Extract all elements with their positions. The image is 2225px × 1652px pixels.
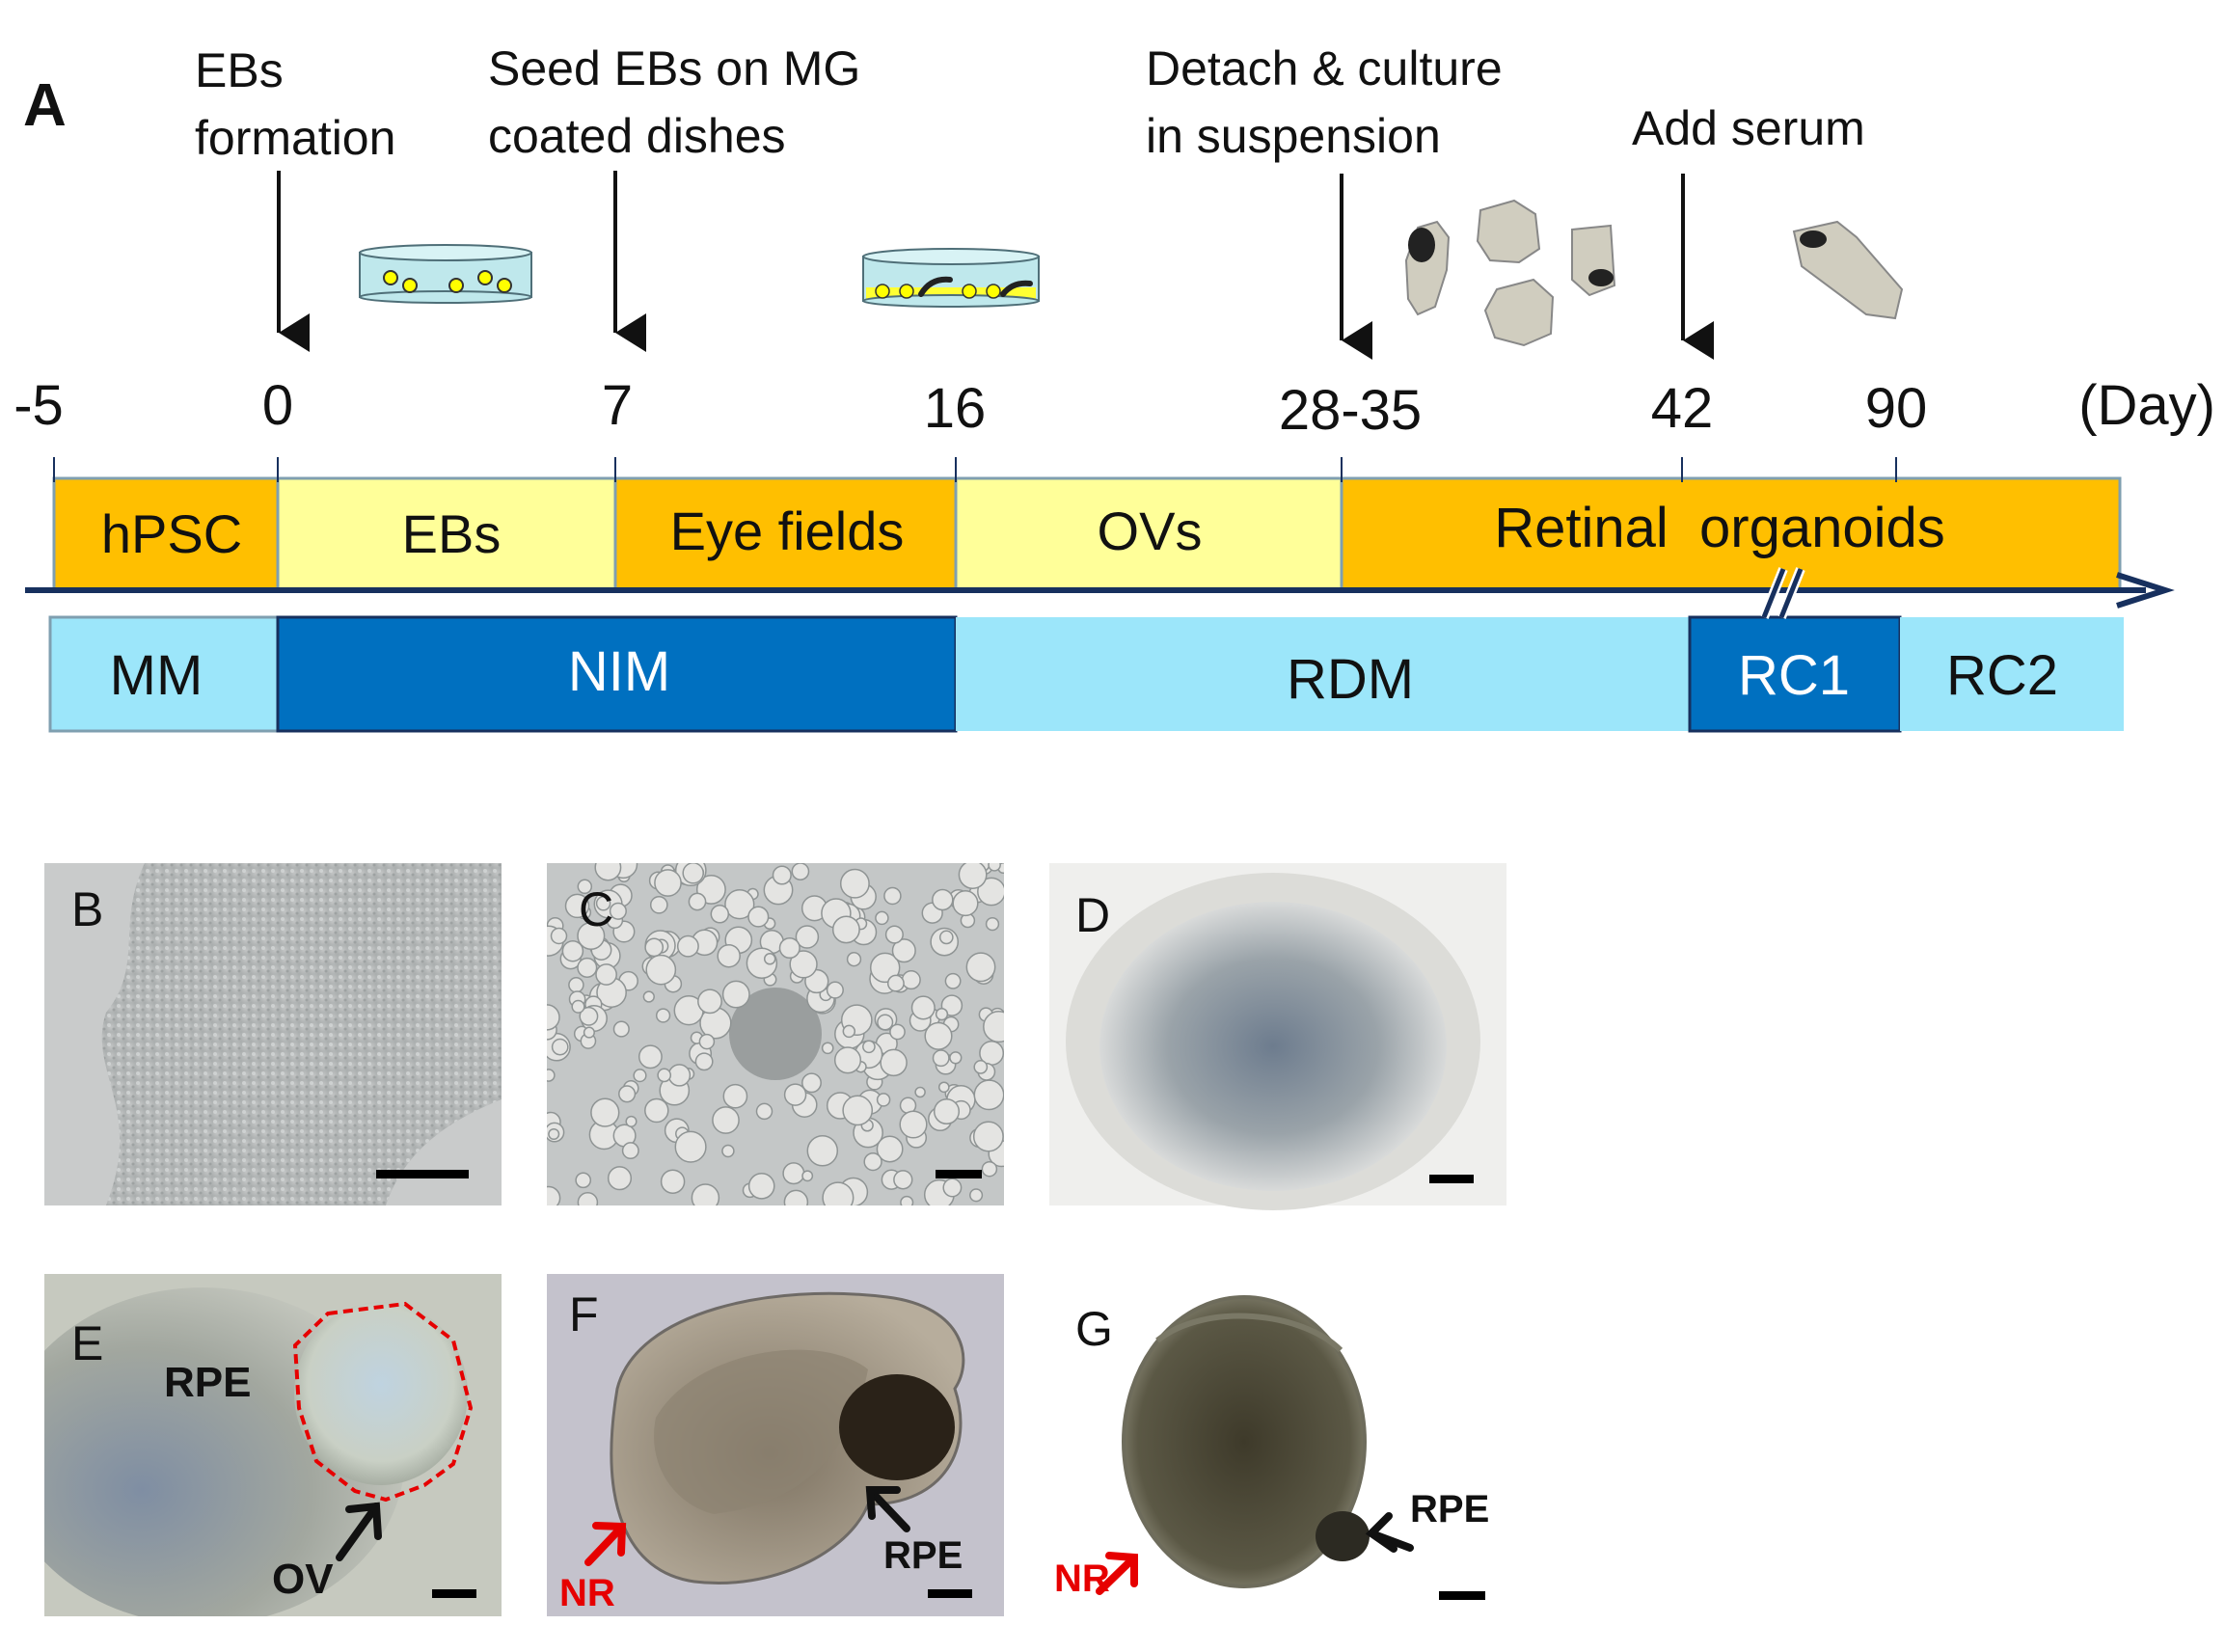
day-label: 28-35 xyxy=(1279,379,1422,442)
rpe-pointer-arrow xyxy=(865,1486,910,1532)
stage-label: EBs xyxy=(402,503,502,564)
dish-mg-icon xyxy=(862,248,1040,308)
stage-segment xyxy=(276,476,617,592)
image-label: D xyxy=(1075,888,1110,942)
image-label: G xyxy=(1075,1302,1113,1356)
event-label-line: Seed EBs on MG xyxy=(488,41,860,95)
event-label-line: coated dishes xyxy=(488,109,786,163)
ov-outline xyxy=(292,1301,474,1503)
image-label: B xyxy=(71,882,103,936)
organoids-icon xyxy=(1404,199,1904,347)
media-segment xyxy=(276,615,958,733)
day-label: 0 xyxy=(262,374,293,437)
stage-segment xyxy=(52,476,280,592)
stage-label: hPSC xyxy=(101,503,242,564)
nr-pointer-arrow xyxy=(1096,1552,1138,1595)
image-label: E xyxy=(71,1316,103,1370)
timeline-arrowhead xyxy=(2116,572,2175,609)
nr-pointer-arrow xyxy=(584,1522,627,1566)
day-axis: -5 0 7 16 28-35 42 90 (Day) xyxy=(14,374,2215,442)
annotation-rpe: RPE xyxy=(883,1534,963,1577)
day-label: 42 xyxy=(1651,377,1714,440)
image-e: RPE OV E xyxy=(44,1274,502,1616)
image-label: F xyxy=(569,1287,599,1341)
event-detach: Detach & culture in suspension xyxy=(1146,41,1503,360)
scale-bar xyxy=(432,1589,476,1598)
event-label-line: Add serum xyxy=(1632,101,1865,155)
media-segment xyxy=(956,617,1690,731)
event-label-line: in suspension xyxy=(1146,109,1441,163)
axis-break xyxy=(1759,567,1805,619)
event-label-line: formation xyxy=(195,111,395,165)
annotation-rpe: RPE xyxy=(164,1359,251,1406)
media-label: RDM xyxy=(1287,648,1414,711)
event-label-line: Detach & culture xyxy=(1146,41,1503,95)
scale-bar xyxy=(936,1170,982,1178)
day-label: 7 xyxy=(602,374,633,437)
annotation-nr: NR xyxy=(559,1572,615,1614)
day-unit-label: (Day) xyxy=(2078,374,2215,437)
stage-label: Eye fields xyxy=(670,501,905,561)
ov-pointer-arrow xyxy=(336,1502,382,1561)
image-c: C xyxy=(547,863,1004,1205)
media-label: NIM xyxy=(568,640,670,703)
stage-label: OVs xyxy=(1098,501,1203,561)
event-add-serum: Add serum xyxy=(1632,101,1865,360)
image-b: B xyxy=(44,863,502,1205)
media-segment xyxy=(1688,615,1902,733)
dish-ebs-icon xyxy=(359,244,532,304)
scale-bar xyxy=(1429,1175,1474,1183)
stage-label: Retinal organoids xyxy=(1494,497,1945,559)
annotation-rpe: RPE xyxy=(1410,1488,1489,1530)
event-label-line: EBs xyxy=(195,43,284,97)
image-label: C xyxy=(579,882,613,936)
image-f: RPE NR F xyxy=(547,1274,1004,1616)
scale-bar xyxy=(376,1170,469,1178)
scale-bar xyxy=(1439,1591,1485,1600)
media-label: MM xyxy=(110,644,204,707)
panel-a-label: A xyxy=(23,72,67,139)
image-d: D xyxy=(1049,863,1506,1210)
annotation-ov: OV xyxy=(272,1556,334,1603)
media-label: RC2 xyxy=(1946,644,2058,707)
event-seed-ebs: Seed EBs on MG coated dishes xyxy=(488,41,860,352)
media-label: RC1 xyxy=(1738,644,1850,707)
day-label: 90 xyxy=(1865,377,1928,440)
image-g: RPE NR G xyxy=(1054,1295,1489,1600)
stage-segment xyxy=(613,476,958,592)
media-segment xyxy=(1900,617,2124,731)
event-ebs-formation: EBs formation xyxy=(195,43,395,352)
media-bar: MM NIM RDM RC1 RC2 xyxy=(48,615,2124,733)
scale-bar xyxy=(928,1589,972,1598)
day-label: -5 xyxy=(14,374,64,437)
rpe-pointer-arrow xyxy=(1365,1512,1414,1553)
stage-segment xyxy=(954,476,1343,592)
day-label: 16 xyxy=(924,377,987,440)
stage-bar: hPSC EBs Eye fields OVs Retinal organoid… xyxy=(52,457,2122,592)
